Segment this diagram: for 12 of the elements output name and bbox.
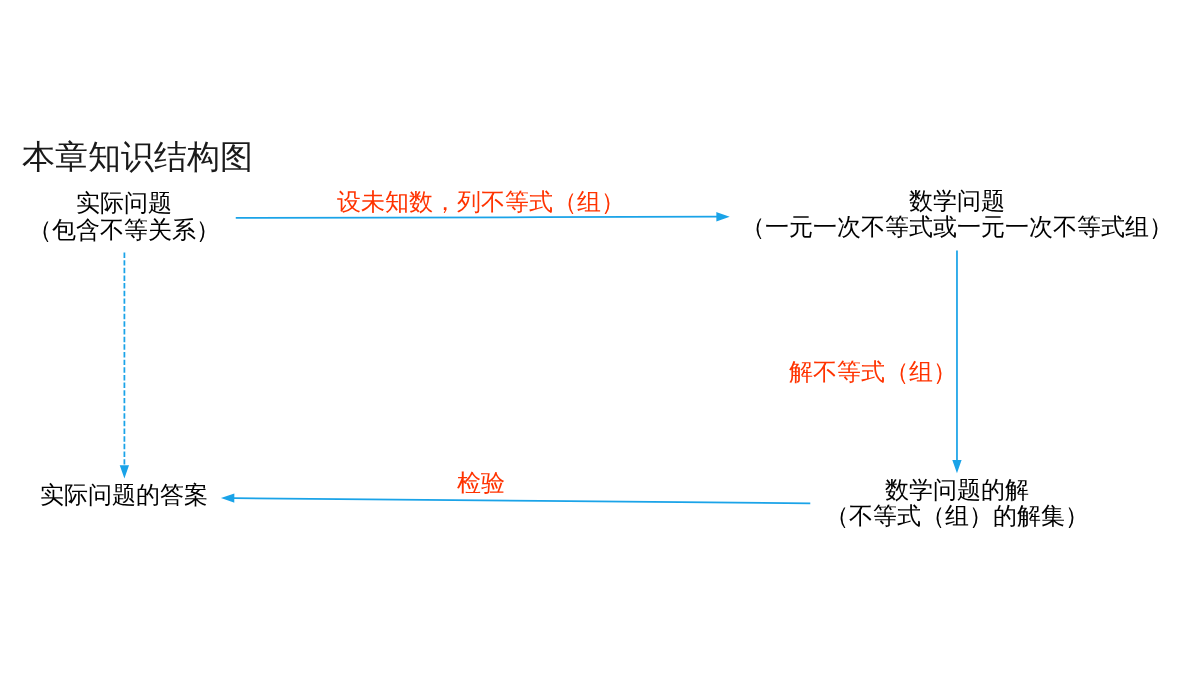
node-text: 实际问题的答案 (40, 480, 209, 509)
diagram-title: 本章知识结构图 (22, 137, 254, 176)
node-text: 实际问题 （包含不等关系） (28, 188, 221, 244)
edge-label: 检验 (457, 468, 506, 497)
node-text: 数学问题的解 （不等式（组）的解集） (824, 475, 1089, 530)
edge-label: 设未知数，列不等式（组） (337, 187, 626, 216)
arrow (952, 249, 962, 473)
arrow (234, 211, 730, 221)
edge-label: 解不等式（组） (789, 357, 958, 386)
arrow (220, 492, 812, 504)
node-text: 数学问题 （一元一次不等式或一元一次不等式组） (740, 186, 1173, 241)
arrow (119, 251, 130, 478)
